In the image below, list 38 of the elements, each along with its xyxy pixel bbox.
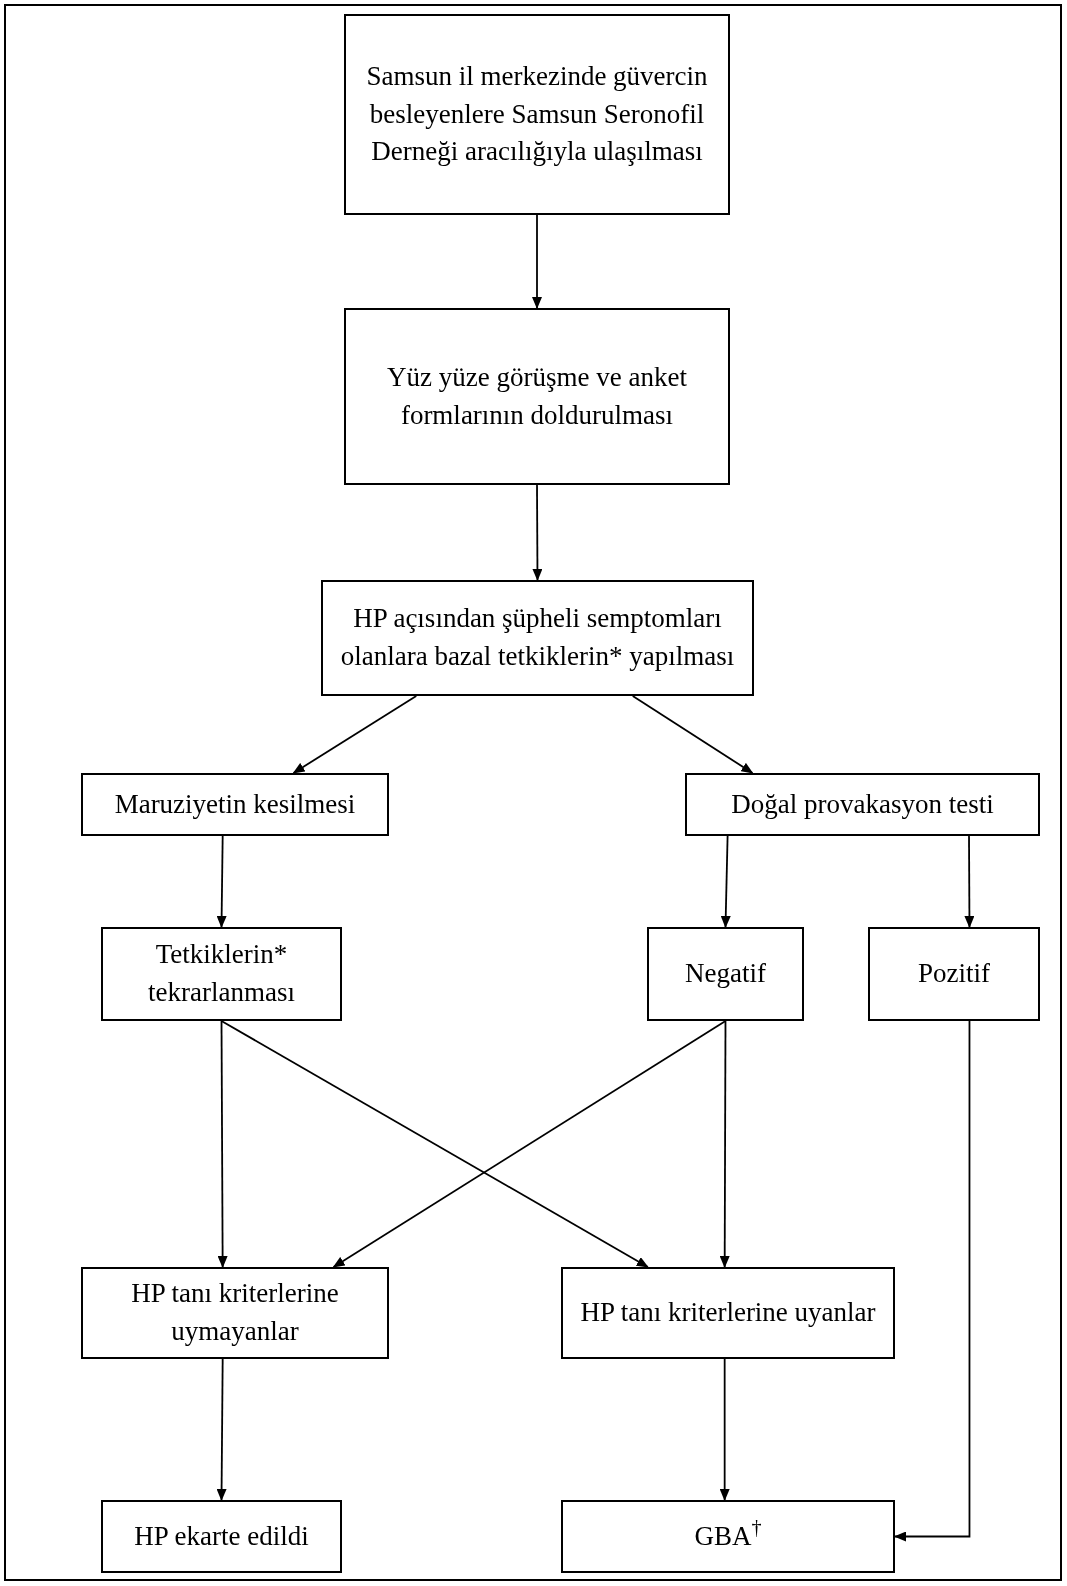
arrow	[631, 695, 754, 774]
box-text: Tetkiklerin* tekrarlanması	[147, 938, 296, 1009]
process-box	[561, 1500, 895, 1573]
box-text: GBA$^{†}$	[694, 1517, 762, 1553]
process-box	[81, 1267, 389, 1359]
box-text: HP tanı kriterlerine uyanlar	[580, 1296, 876, 1330]
box-text: Maruziyetin kesilmesi	[114, 787, 356, 821]
box-text: Doğal provakasyon testi	[731, 787, 994, 821]
process-box	[647, 927, 804, 1021]
process-box	[344, 14, 730, 215]
box-text: HP ekarte edildi	[134, 1519, 309, 1553]
arrow	[216, 835, 227, 928]
box-text: Samsun il merkezinde güvercin besleyenlere Samsun Seronofil Derneği aracılığıyla ulaşılması	[365, 59, 709, 169]
process-box	[561, 1267, 895, 1359]
box-text: HP açısından şüpheli semptomları olanlara bazal tetkiklerin* yapılması	[339, 602, 736, 673]
arrow	[217, 1020, 228, 1268]
arrow	[720, 835, 731, 928]
process-box	[101, 927, 342, 1021]
process-box	[685, 773, 1040, 836]
arrow	[220, 1020, 649, 1268]
process-box	[868, 927, 1040, 1021]
box-text: HP tanı kriterlerine uymayanlar	[130, 1277, 340, 1348]
arrow	[719, 1358, 730, 1501]
arrow	[894, 1020, 971, 1542]
arrow	[532, 214, 542, 309]
box-text: Yüz yüze görüşme ve anket formlarının doldurulması	[386, 360, 688, 432]
arrow	[332, 1020, 727, 1268]
arrow	[964, 835, 975, 928]
process-box	[321, 580, 754, 696]
arrow	[292, 695, 418, 774]
process-box	[81, 773, 389, 836]
process-box	[344, 308, 730, 485]
arrow	[532, 484, 543, 581]
box-text: Pozitif	[918, 957, 990, 991]
arrow	[216, 1358, 227, 1501]
box-text: Negatif	[685, 957, 766, 991]
process-box	[101, 1500, 342, 1573]
arrow	[719, 1020, 730, 1268]
